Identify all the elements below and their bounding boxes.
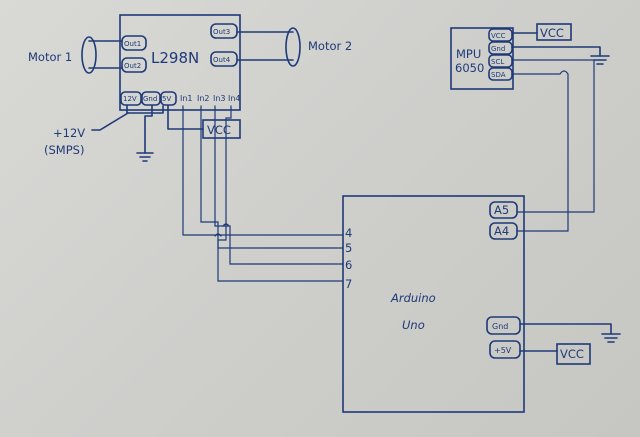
arduino-vcc-box xyxy=(556,343,591,365)
pin-out1-box xyxy=(121,35,147,51)
pin-12v-label: 12V xyxy=(123,95,137,103)
arduino-label-1: Arduino xyxy=(390,291,436,305)
pin-out3-label: Out3 xyxy=(213,28,230,36)
l298n-body xyxy=(119,14,241,111)
pin-out4-label: Out4 xyxy=(213,56,231,64)
arduino-pin-6-label: 6 xyxy=(345,258,352,272)
mpu-vcc-box xyxy=(536,23,572,41)
mpu-pin-scl-label: SCL xyxy=(491,58,504,66)
pin-out3-box xyxy=(210,23,238,39)
wire-in2-pin5 xyxy=(200,105,344,249)
arduino-pin-7-label: 7 xyxy=(345,277,352,291)
supply-note: (SMPS) xyxy=(44,143,84,157)
driver-vcc: VCC xyxy=(167,105,241,139)
motor-1-symbol xyxy=(81,36,97,74)
arduino-pin-a4-label: A4 xyxy=(494,224,509,238)
arduino-pin-5v-label: +5V xyxy=(494,346,512,355)
arduino-pin-a5-label: A5 xyxy=(494,203,509,217)
motor-2: Motor 2 xyxy=(236,27,352,67)
arduino-uno: Arduino Uno A5 A4 Gnd +5V 4 5 6 7 VCC xyxy=(342,195,621,413)
motor-2-symbol xyxy=(285,27,301,67)
pin-in1-label: In1 xyxy=(180,94,193,103)
arduino-pin-gnd-box xyxy=(486,316,521,335)
mpu-pin-gnd-box xyxy=(488,41,513,55)
wire-sda-a4 xyxy=(511,70,569,232)
pin-in4-label: In4 xyxy=(228,94,241,103)
arduino-pin-gnd-label: Gnd xyxy=(492,322,508,331)
mpu-pin-vcc-box xyxy=(488,28,513,42)
arduino-pin-5v-box xyxy=(489,340,521,359)
mpu-vcc-label: VCC xyxy=(540,26,564,40)
arduino-pin-a5-box xyxy=(489,201,518,219)
pin-out2-box xyxy=(121,57,147,73)
wire-scl-a5 xyxy=(511,59,595,213)
arduino-vcc-label: VCC xyxy=(560,347,584,361)
mpu-label-2: 6050 xyxy=(455,61,484,75)
driver-vcc-box xyxy=(202,119,241,139)
mpu-pin-gnd-label: Gnd xyxy=(491,45,505,53)
arduino-body xyxy=(342,195,525,413)
pin-out2-label: Out2 xyxy=(124,62,141,70)
wire-in3-pin6 xyxy=(214,105,344,265)
pin-5v-box xyxy=(160,91,177,106)
mpu-label-1: MPU xyxy=(456,47,481,61)
motor-1: Motor 1 xyxy=(28,36,123,74)
pin-5v-label: 5V xyxy=(162,95,171,103)
driver-vcc-label: VCC xyxy=(207,123,231,137)
wires xyxy=(182,59,595,282)
arduino-label-2: Uno xyxy=(402,318,425,332)
motor-2-label: Motor 2 xyxy=(308,39,352,53)
pin-in3-label: In3 xyxy=(213,94,226,103)
pin-out1-label: Out1 xyxy=(124,40,141,48)
mpu-pin-vcc-label: VCC xyxy=(491,32,506,40)
supply-label: +12V xyxy=(53,126,85,140)
pin-out4-box xyxy=(210,51,238,67)
mpu-pin-sda-label: SDA xyxy=(491,71,506,79)
pin-12v-box xyxy=(120,91,142,106)
power-supply: +12V (SMPS) xyxy=(44,105,164,162)
l298n-driver: L298N Out1 Out2 Out3 Out4 12V Gnd 5V In1… xyxy=(119,14,241,111)
mpu6050: MPU 6050 VCC Gnd SCL SDA VCC xyxy=(450,23,610,90)
wire-in4-pin7 xyxy=(217,105,344,282)
arduino-pin-4-label: 4 xyxy=(345,226,352,240)
pin-gnd-box xyxy=(141,91,161,106)
motor-1-label: Motor 1 xyxy=(28,50,72,64)
mpu-body xyxy=(450,27,514,90)
arduino-pin-5-label: 5 xyxy=(345,241,352,255)
pin-gnd-label: Gnd xyxy=(143,95,157,103)
wire-in1-pin4 xyxy=(182,105,344,236)
mpu-pin-scl-box xyxy=(488,54,513,68)
pin-in2-label: In2 xyxy=(197,94,210,103)
l298n-label: L298N xyxy=(151,49,199,67)
